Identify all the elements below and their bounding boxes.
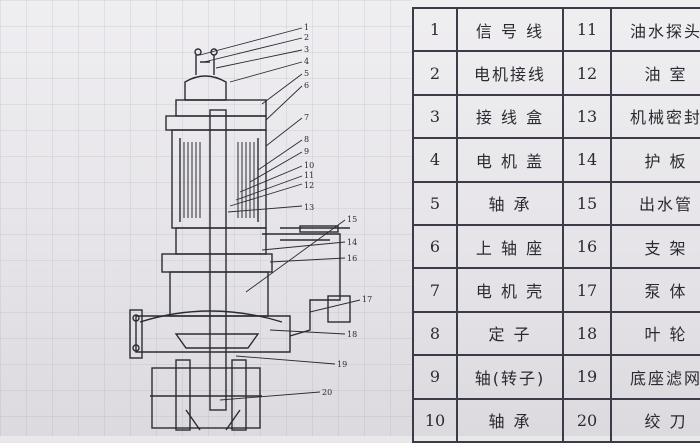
part-number-cell: 16 xyxy=(562,223,612,270)
callout-5: 5 xyxy=(304,69,309,78)
callout-18: 18 xyxy=(347,330,357,339)
part-number-cell: 3 xyxy=(412,93,458,140)
part-name-cell: 轴 承 xyxy=(456,397,564,443)
callout-10: 10 xyxy=(304,161,314,170)
part-name-cell: 电机接线 xyxy=(456,50,564,96)
part-number-cell: 5 xyxy=(412,180,458,226)
part-name-cell: 机械密封 xyxy=(610,93,700,140)
callout-16: 16 xyxy=(347,254,357,263)
part-name-cell: 电 机 盖 xyxy=(456,137,564,183)
part-number-cell: 13 xyxy=(562,93,612,140)
part-name-cell: 定 子 xyxy=(456,310,564,357)
part-name-cell: 轴 承 xyxy=(456,180,564,226)
paper-grid xyxy=(0,0,412,436)
part-name-cell: 上 轴 座 xyxy=(456,223,564,270)
part-name-cell: 底座滤网 xyxy=(610,354,700,400)
part-name-cell: 绞 刀 xyxy=(610,397,700,443)
part-name-cell: 叶 轮 xyxy=(610,310,700,357)
callout-9: 9 xyxy=(304,147,309,156)
callout-3: 3 xyxy=(304,45,309,54)
callout-1: 1 xyxy=(304,23,309,32)
callout-20: 20 xyxy=(322,388,332,397)
part-name-cell: 护 板 xyxy=(610,137,700,183)
callout-14: 14 xyxy=(347,238,357,247)
pump-cross-section-drawing: 1 2 3 4 5 6 7 8 9 10 11 12 13 14 15 16 1… xyxy=(129,23,372,431)
callout-6: 6 xyxy=(304,81,309,90)
part-name-cell: 出水管 xyxy=(610,180,700,226)
part-number-cell: 20 xyxy=(562,397,612,443)
part-number-cell: 18 xyxy=(562,310,612,357)
part-number-cell: 8 xyxy=(412,310,458,357)
part-number-cell: 4 xyxy=(412,137,458,183)
part-number-cell: 7 xyxy=(412,267,458,313)
part-number-cell: 1 xyxy=(412,6,458,53)
part-number-cell: 11 xyxy=(562,6,612,53)
callout-4: 4 xyxy=(304,57,309,66)
part-number-cell: 12 xyxy=(562,50,612,96)
callout-17: 17 xyxy=(362,295,372,304)
part-name-cell: 接 线 盒 xyxy=(456,93,564,140)
part-number-cell: 14 xyxy=(562,137,612,183)
callout-12: 12 xyxy=(304,181,314,190)
part-name-cell: 油水探头 xyxy=(610,6,700,53)
part-name-cell: 泵 体 xyxy=(610,267,700,313)
part-number-cell: 6 xyxy=(412,223,458,270)
part-number-cell: 17 xyxy=(562,267,612,313)
part-name-cell: 轴(转子) xyxy=(456,354,564,400)
callout-7: 7 xyxy=(304,113,309,122)
part-number-cell: 9 xyxy=(412,354,458,400)
callout-19: 19 xyxy=(337,360,347,369)
part-number-cell: 19 xyxy=(562,354,612,400)
part-name-cell: 电 机 壳 xyxy=(456,267,564,313)
callout-2: 2 xyxy=(304,33,309,42)
callout-8: 8 xyxy=(304,135,309,144)
part-name-cell: 油 室 xyxy=(610,50,700,96)
part-number-cell: 2 xyxy=(412,50,458,96)
part-name-cell: 信 号 线 xyxy=(456,6,564,53)
part-number-cell: 15 xyxy=(562,180,612,226)
callout-13: 13 xyxy=(304,203,314,212)
callout-11: 11 xyxy=(304,171,314,180)
part-name-cell: 支 架 xyxy=(610,223,700,270)
part-number-cell: 10 xyxy=(412,397,458,443)
callout-15: 15 xyxy=(347,215,357,224)
